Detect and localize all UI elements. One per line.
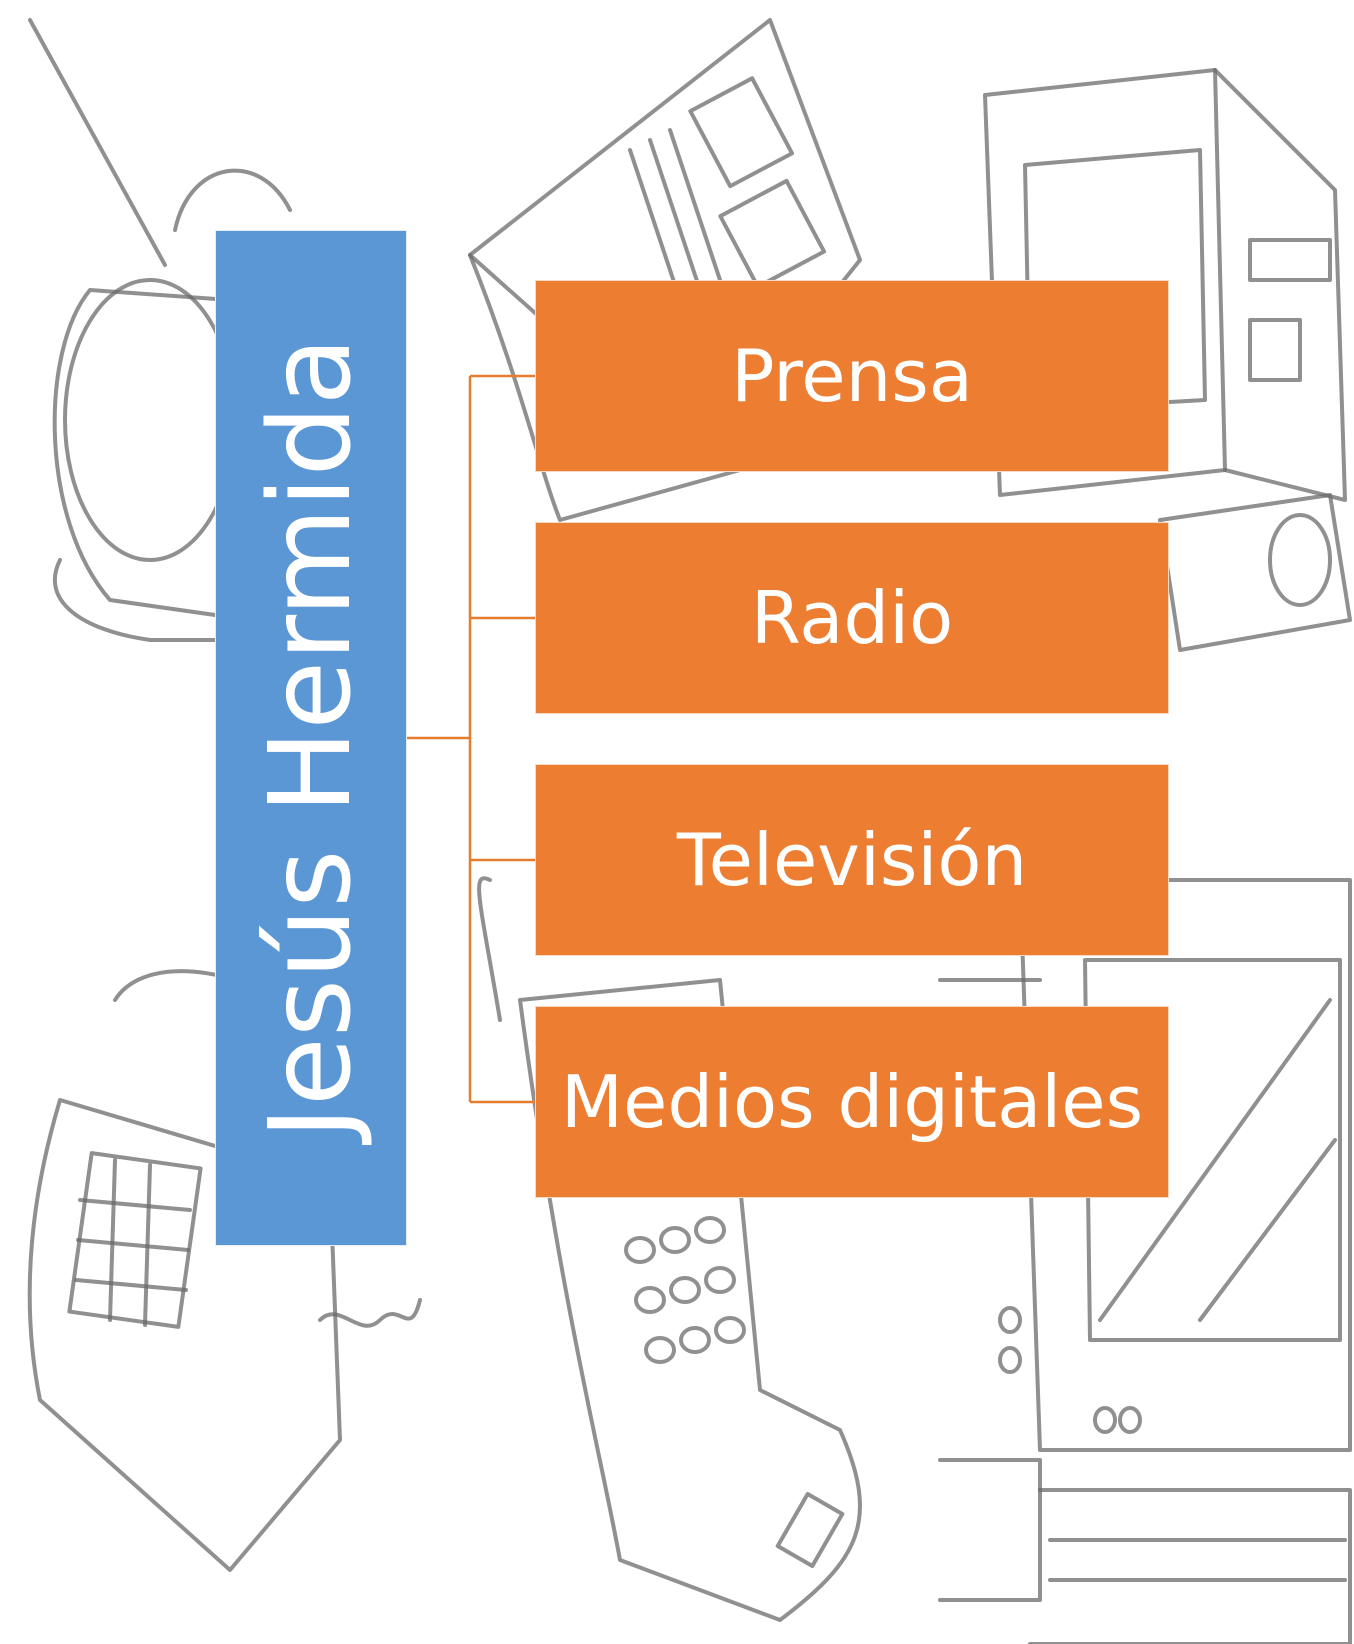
branch-node-medios-digitales: Medios digitales <box>535 1006 1169 1198</box>
branch-label: Prensa <box>731 334 973 418</box>
mobile-phone-icon <box>477 876 862 1622</box>
root-label: Jesús Hermida <box>246 336 376 1140</box>
root-node: Jesús Hermida <box>215 230 407 1246</box>
branch-label: Medios digitales <box>560 1060 1144 1144</box>
computer-monitor-icon <box>938 878 1352 1644</box>
branch-label: Radio <box>750 576 954 660</box>
branch-node-television: Televisión <box>535 764 1169 956</box>
branch-node-radio: Radio <box>535 522 1169 714</box>
branch-label: Televisión <box>676 818 1028 902</box>
branch-node-prensa: Prensa <box>535 280 1169 472</box>
